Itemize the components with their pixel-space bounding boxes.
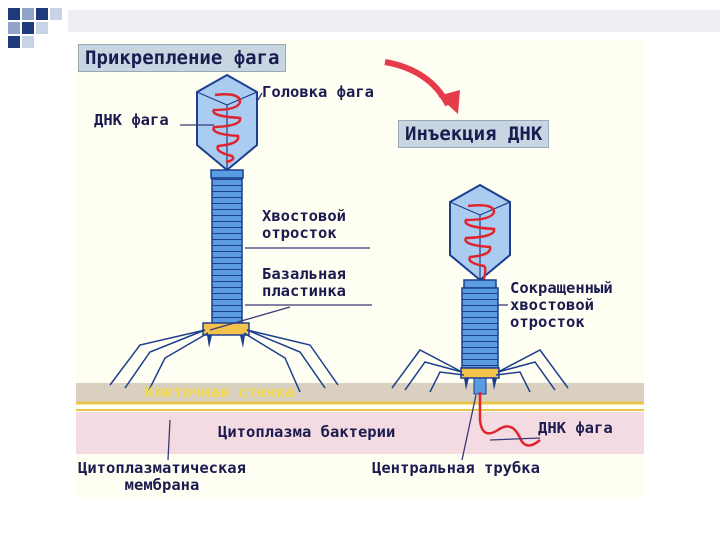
label-membrane: Цитоплазматическая мембрана <box>78 460 246 494</box>
label-dna-right: ДНК фага <box>538 420 613 437</box>
label-dna-left: ДНК фага <box>94 112 169 129</box>
label-cytoplasm: Цитоплазма бактерии <box>218 424 395 441</box>
phage-tail <box>212 178 242 324</box>
label-tail: Хвостовой отросток <box>262 208 346 242</box>
transition-arrow <box>385 62 448 105</box>
label-central-tube: Центральная трубка <box>372 460 540 477</box>
contracted-tail <box>462 288 498 368</box>
label-contracted-tail: Сокращенный хвостовой отросток <box>510 280 613 331</box>
title-attach: Прикрепление фага <box>78 44 286 72</box>
label-baseplate: Базальная пластинка <box>262 266 346 300</box>
label-cell-wall: Клеточная стенка <box>145 384 294 401</box>
label-head: Головка фага <box>262 84 374 101</box>
title-inject: Инъекция ДНК <box>398 120 549 148</box>
